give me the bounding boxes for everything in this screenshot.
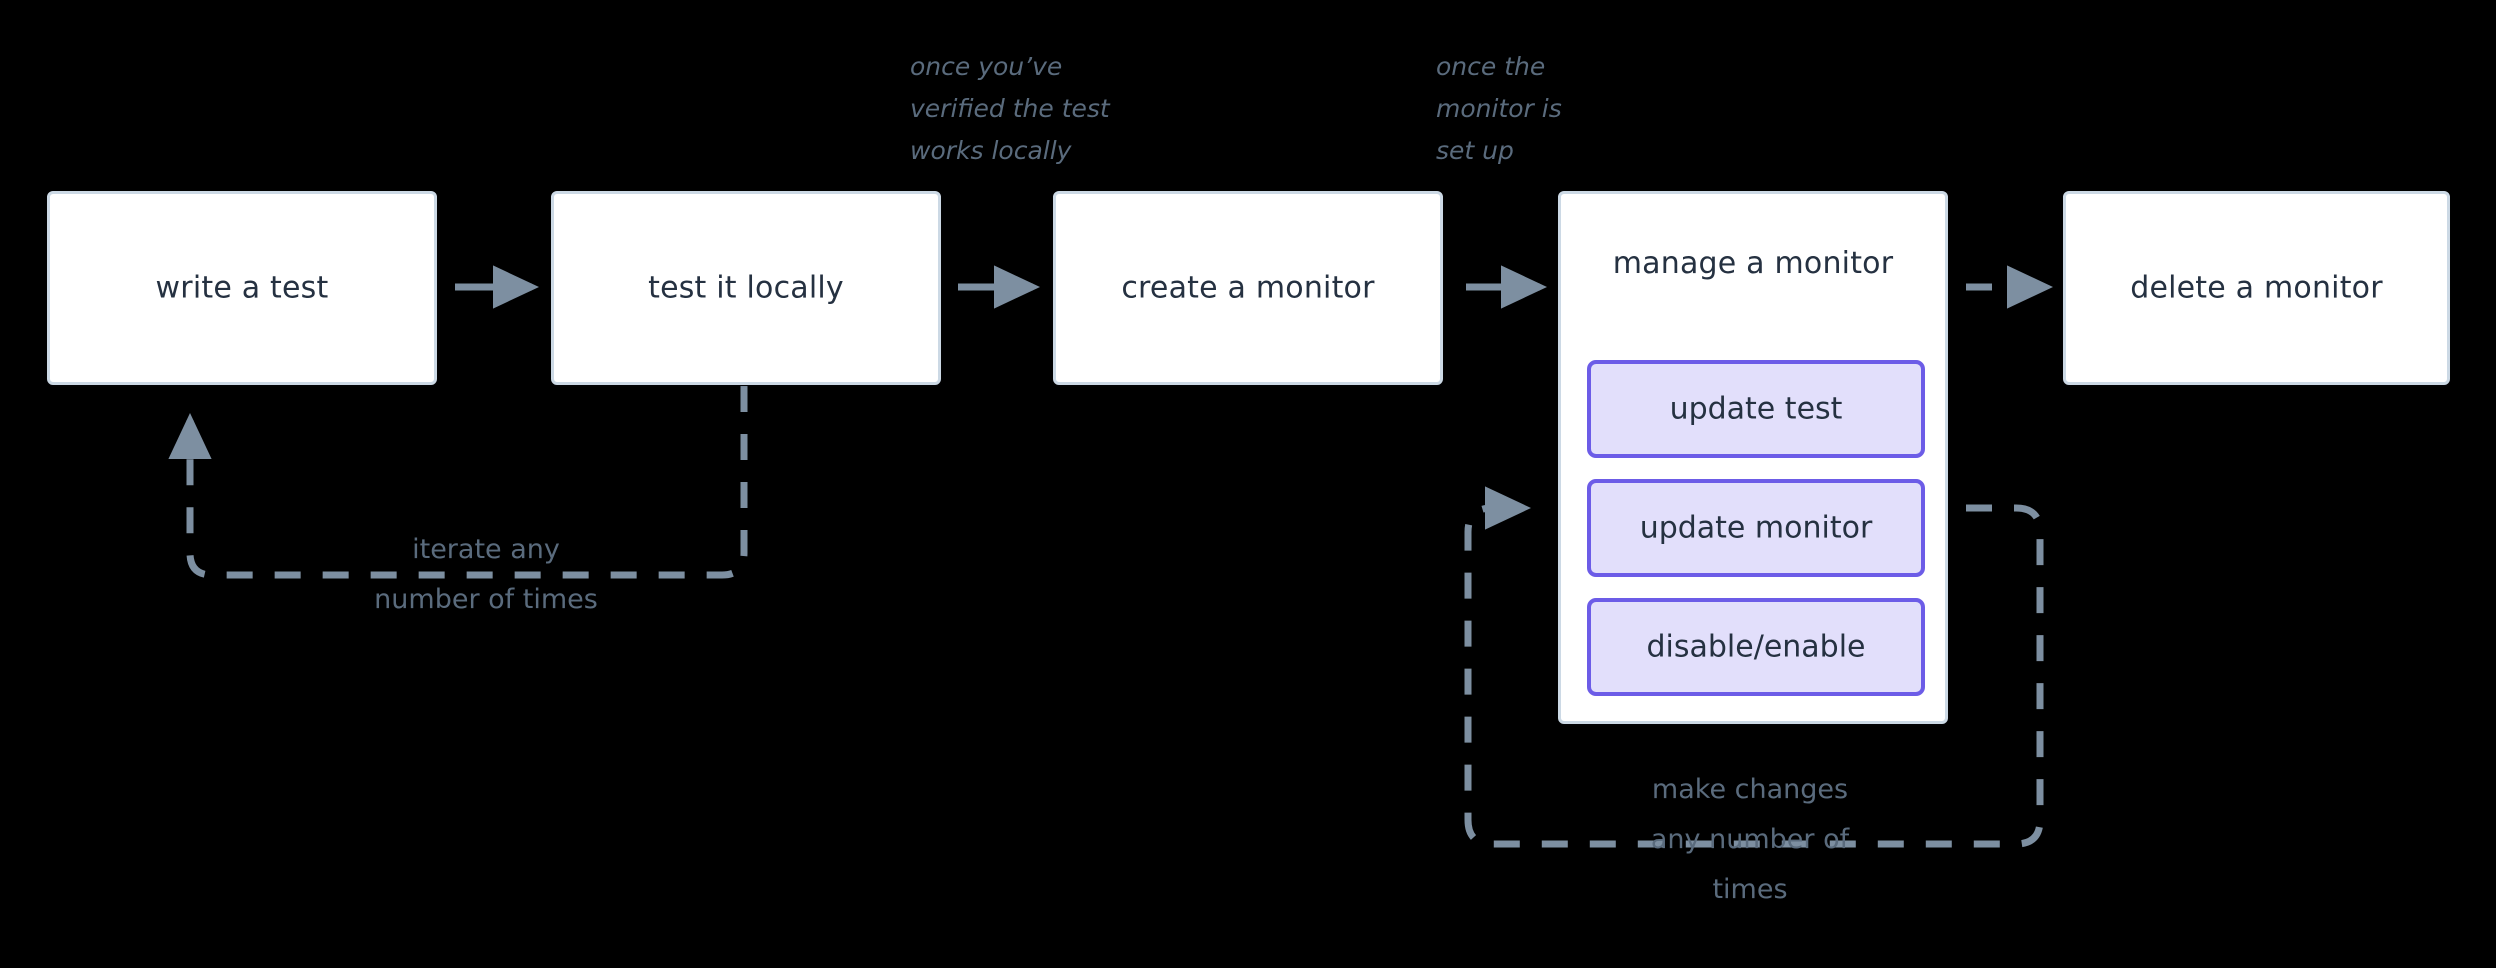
- node-write-a-test[interactable]: write a test: [47, 191, 437, 385]
- subnode-update-test-label: update test: [1669, 391, 1843, 427]
- loop-label-iterate: iterate any number of times: [374, 534, 598, 615]
- node-test-it-locally-label: test it locally: [648, 270, 844, 306]
- subnode-update-monitor[interactable]: update monitor: [1587, 479, 1925, 577]
- subnode-disable-enable-label: disable/enable: [1646, 629, 1866, 665]
- node-delete-a-monitor[interactable]: delete a monitor: [2063, 191, 2450, 385]
- node-manage-a-monitor[interactable]: manage a monitor update test update moni…: [1558, 191, 1948, 724]
- node-manage-a-monitor-label: manage a monitor: [1612, 246, 1894, 281]
- node-create-a-monitor-label: create a monitor: [1121, 270, 1375, 306]
- annotation-once-verified: once you’ve verified the test works loca…: [910, 52, 1110, 165]
- loop-label-make-changes: make changes any number of times: [1650, 774, 1850, 905]
- subnode-disable-enable[interactable]: disable/enable: [1587, 598, 1925, 696]
- node-create-a-monitor[interactable]: create a monitor: [1053, 191, 1443, 385]
- node-write-a-test-label: write a test: [155, 270, 329, 306]
- subnode-update-monitor-label: update monitor: [1639, 510, 1873, 546]
- subnode-update-test[interactable]: update test: [1587, 360, 1925, 458]
- node-test-it-locally[interactable]: test it locally: [551, 191, 941, 385]
- node-delete-a-monitor-label: delete a monitor: [2130, 270, 2383, 306]
- annotation-once-set-up: once the monitor is set up: [1436, 52, 1562, 165]
